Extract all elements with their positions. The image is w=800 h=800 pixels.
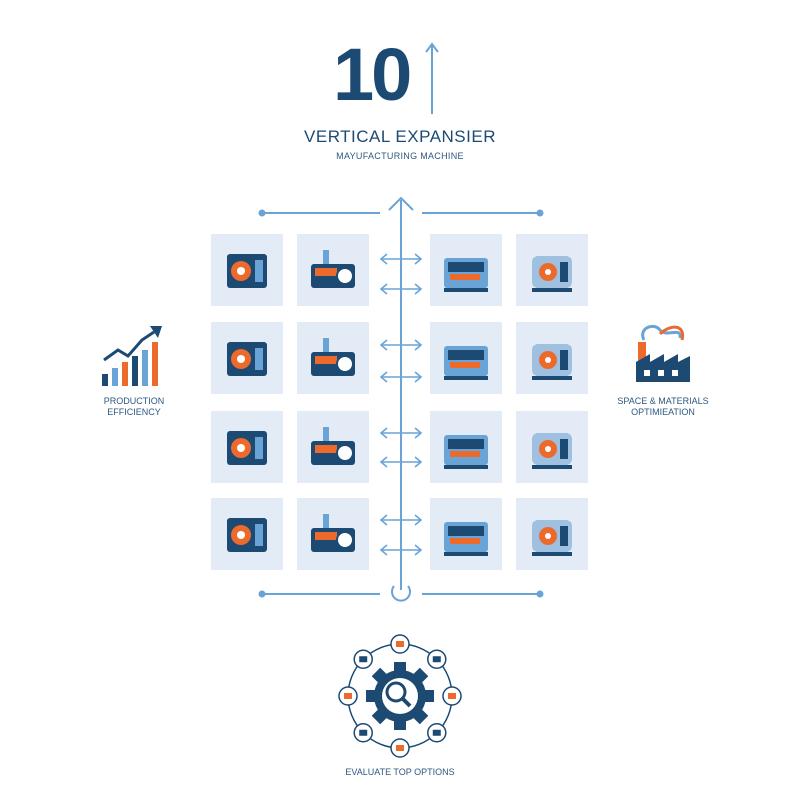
headline-number: 10 — [333, 33, 412, 116]
machine-icon — [444, 435, 488, 469]
machine-icon — [532, 433, 572, 469]
machine-icon — [532, 256, 572, 292]
machine-11-tile — [430, 411, 502, 483]
page-title: VERTICAL EXPANSIER — [304, 127, 496, 146]
machine-2-tile — [297, 234, 369, 306]
label-line-2: EFFICIENCY — [107, 407, 161, 417]
machine-1-tile — [211, 234, 283, 306]
machine-8-tile — [516, 322, 588, 394]
option-node-icon — [390, 738, 410, 758]
double-arrow-icon — [379, 427, 423, 439]
machine-icon — [311, 427, 355, 465]
machine-14-tile — [297, 498, 369, 570]
machine-icon — [532, 520, 572, 556]
option-node-icon — [390, 634, 410, 654]
machine-icon — [311, 514, 355, 552]
production-efficiency-label: PRODUCTION EFFICIENCY — [86, 396, 182, 418]
machine-15-tile — [430, 498, 502, 570]
machine-icon — [444, 346, 488, 380]
machine-16-tile — [516, 498, 588, 570]
page-subtitle: MAYUFACTURING MACHINE — [336, 151, 464, 161]
machine-icon — [227, 342, 267, 376]
double-arrow-icon — [379, 283, 423, 295]
double-arrow-icon — [379, 456, 423, 468]
machine-9-tile — [211, 411, 283, 483]
machine-icon — [227, 431, 267, 465]
factory-icon — [636, 324, 690, 382]
label-line-1: SPACE & MATERIALS — [617, 396, 709, 406]
machine-icon — [444, 258, 488, 292]
double-arrow-icon — [379, 371, 423, 383]
machine-7-tile — [430, 322, 502, 394]
evaluate-options-diagram — [338, 634, 462, 758]
bar-chart-growth-icon — [102, 326, 162, 386]
machine-10-tile — [297, 411, 369, 483]
machine-12-tile — [516, 411, 588, 483]
machine-icon — [444, 522, 488, 556]
double-arrow-icon — [379, 544, 423, 556]
machine-icon — [311, 250, 355, 288]
double-arrow-icon — [379, 253, 423, 265]
option-node-icon — [427, 723, 447, 743]
machine-13-tile — [211, 498, 283, 570]
double-arrow-icon — [379, 339, 423, 351]
option-node-icon — [427, 649, 447, 669]
machine-3-tile — [430, 234, 502, 306]
machine-icon — [227, 254, 267, 288]
option-node-icon — [442, 686, 462, 706]
space-materials-label: SPACE & MATERIALS OPTIMIEATION — [608, 396, 718, 418]
option-node-icon — [353, 649, 373, 669]
machine-icon — [311, 338, 355, 376]
double-arrow-icon — [379, 514, 423, 526]
machine-5-tile — [211, 322, 283, 394]
evaluate-top-options-label: EVALUATE TOP OPTIONS — [345, 767, 455, 777]
machine-icon — [532, 344, 572, 380]
up-arrow-icon — [425, 42, 439, 114]
label-line-1: PRODUCTION — [103, 396, 165, 406]
label-line-2: OPTIMIEATION — [631, 407, 695, 417]
machine-4-tile — [516, 234, 588, 306]
machine-icon — [227, 518, 267, 552]
machine-6-tile — [297, 322, 369, 394]
option-node-icon — [353, 723, 373, 743]
option-node-icon — [338, 686, 358, 706]
